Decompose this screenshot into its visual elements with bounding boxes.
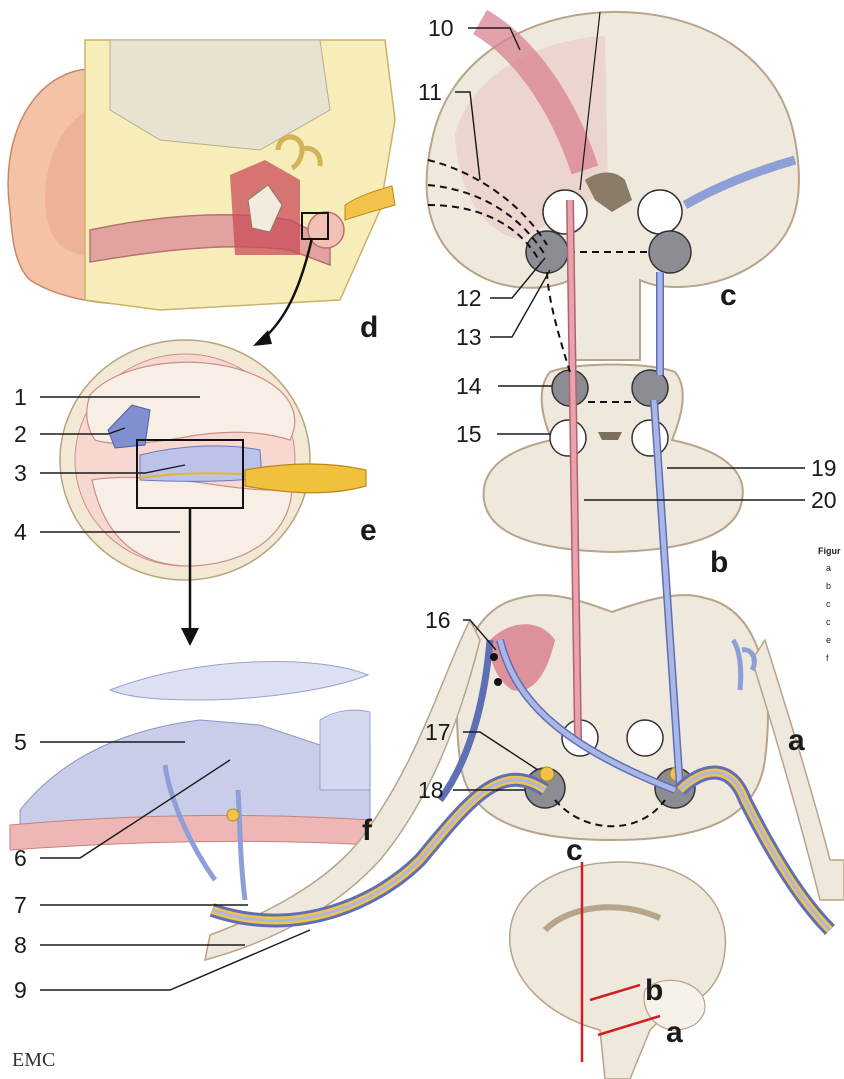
panel-letter-c: c [720,279,737,312]
panel-letter-b: b [710,546,728,579]
panel-letter-e: e [360,514,377,547]
callout-8: 8 [14,932,27,958]
callout-11: 11 [418,79,442,105]
brainstem-section [484,365,743,553]
callout-6: 6 [14,845,27,871]
callout-1: 1 [14,384,27,410]
caption-line-b: b [826,581,831,591]
panel-letter-f: f [362,814,373,847]
callout-20: 20 [811,487,837,513]
callout-15: 15 [456,421,482,447]
callout-16: 16 [425,607,451,633]
thumbnail-letter-b: b [645,974,663,1007]
callout-5: 5 [14,729,27,755]
coronal-brain-section [427,12,799,360]
callout-19: 19 [811,455,837,481]
caption-line-a: a [826,563,831,573]
callout-3: 3 [14,460,27,486]
callout-10: 10 [428,15,454,41]
caption-line-e: e [826,635,831,645]
callout-4: 4 [14,519,27,545]
caption-line-f: f [826,653,829,663]
callout-14: 14 [456,373,482,399]
caption-line-d: c [826,617,831,627]
organ-of-corti-illustration [10,661,370,900]
thumbnail-letter-a: a [666,1016,683,1049]
ear-anatomy-illustration [8,40,395,346]
cochlea-cross-section [60,340,366,646]
panel-letter-a: a [788,724,805,757]
thumbnail-letter-c: c [566,834,583,867]
caption-line-c: c [826,599,831,609]
callout-2: 2 [14,421,27,447]
figure-caption: Figur a b c c e f [818,546,841,663]
callout-13: 13 [456,324,482,350]
callout-17: 17 [425,719,451,745]
callout-7: 7 [14,892,27,918]
callout-18: 18 [418,777,444,803]
caption-title: Figur [818,546,841,556]
callout-12: 12 [456,285,482,311]
emc-logo: EMC [12,1049,55,1071]
callout-9: 9 [14,977,27,1003]
panel-letter-d: d [360,311,378,344]
sagittal-brain-thumbnail [510,862,726,1079]
